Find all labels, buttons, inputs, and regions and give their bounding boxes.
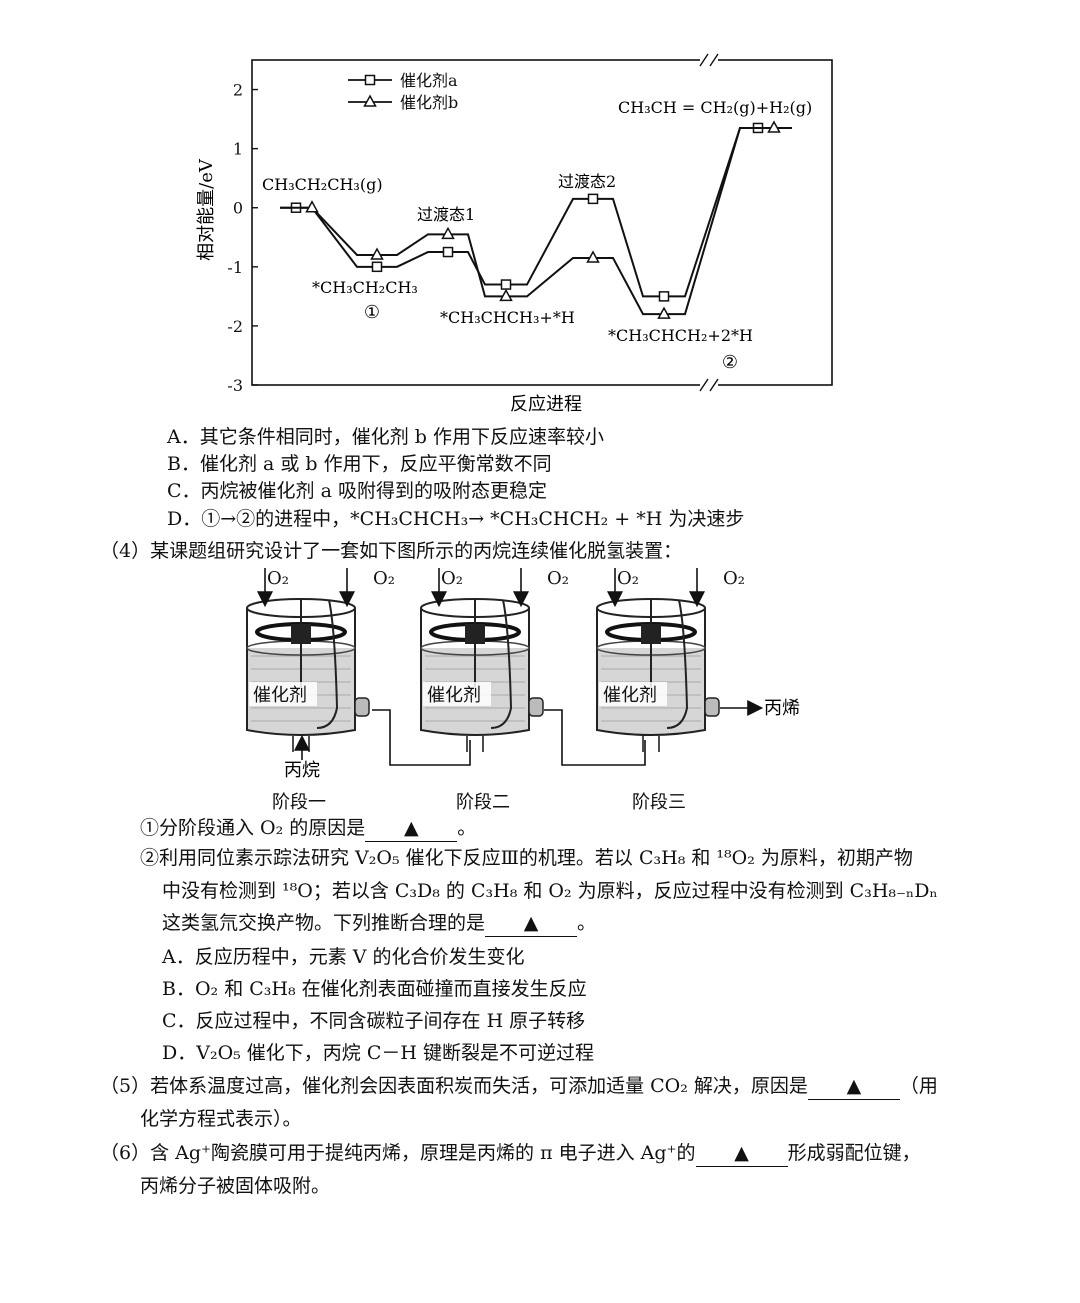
q3-option-a: A．其它条件相同时，催化剂 b 作用下反应速率较小 (167, 426, 604, 448)
q4-option-b: B．O₂ 和 C₃H₈ 在催化剂表面碰撞而直接发生反应 (162, 978, 587, 1000)
stage-label-2: 阶段二 (456, 792, 510, 813)
y-tick-label: -1 (227, 258, 243, 277)
q3-option-d: D．①→②的进程中，*CH₃CHCH₃→ *CH₃CHCH₂ + *H 为决速步 (167, 508, 745, 530)
annotation-adsorbed-propane: *CH₃CH₂CH₃ (312, 278, 418, 297)
annotation-products: CH₃CH = CH₂(g)+H₂(g) (618, 98, 812, 117)
legend-entry: 催化剂a (348, 71, 458, 90)
annotation-propane-gas: CH₃CH₂CH₃(g) (262, 175, 383, 194)
data-point (442, 246, 454, 258)
annotation-intermediate-2: *CH₃CHCH₂+2*H (608, 326, 753, 345)
axis-break-top (699, 52, 719, 68)
dehydrogenation-apparatus: 催化剂 O₂ O₂ 催化剂 O₂ O₂ 催化剂 O₂ O₂ 丙烯 丙烷 (246, 568, 800, 781)
answer-blank[interactable]: ▲ (807, 1073, 900, 1100)
data-point (500, 279, 512, 290)
plot-frame (251, 59, 833, 386)
q6-line1: （6）含 Ag⁺陶瓷膜可用于提纯丙烯，原理是丙烯的 π 电子进入 Ag⁺的▲形成… (100, 1140, 921, 1167)
legend-label: 催化剂a (400, 71, 458, 90)
q4-sub2-line2: 中没有检测到 ¹⁸O；若以含 C₃D₈ 的 C₃H₈ 和 O₂ 为原料，反应过程… (162, 880, 938, 902)
data-point (658, 291, 670, 302)
legend-label: 催化剂b (400, 93, 458, 112)
oxygen-label: O₂ (617, 568, 639, 589)
outlet-nozzle (354, 697, 370, 717)
data-point (305, 200, 319, 213)
reactor-stage-3: 催化剂 O₂ O₂ (596, 568, 745, 752)
legend-marker (363, 94, 377, 107)
gas-inlet-tube (666, 599, 689, 729)
annotation-ts1: 过渡态1 (417, 205, 475, 224)
catalyst-label-bg (423, 682, 491, 706)
product-label: 丙烯 (764, 698, 800, 719)
annotation-ts2: 过渡态2 (558, 172, 616, 191)
series-catalyst-b (280, 120, 792, 319)
energy-profile-chart: 2 1 0 -1 -2 -3 催化剂a 催化剂b 相对能量/eV 反应进程 CH₃CH₂CH… (196, 52, 833, 415)
outlet-nozzle (528, 697, 544, 717)
catalyst-label: 催化剂 (253, 685, 307, 706)
q4-option-c: C．反应过程中，不同含碳粒子间存在 H 原子转移 (162, 1010, 586, 1032)
q4-option-d: D．V₂O₅ 催化下，丙烷 C－H 键断裂是不可逆过程 (162, 1042, 594, 1064)
data-point (767, 120, 781, 133)
annotation-intermediate-1: *CH₃CHCH₃+*H (440, 308, 575, 327)
q5-line2: 化学方程式表示）。 (140, 1108, 302, 1130)
q4-sub2-line1: ②利用同位素示踪法研究 V₂O₅ 催化下反应Ⅲ的机理。若以 C₃H₈ 和 ¹⁸O… (140, 847, 913, 869)
y-tick-label: 2 (233, 81, 243, 100)
pipe-stage2-to-stage3 (544, 709, 646, 766)
stage-label-1: 阶段一 (272, 792, 326, 813)
axis-break-bottom (699, 377, 719, 393)
data-point (370, 247, 384, 260)
outlet-nozzle (704, 697, 720, 717)
y-axis-label: 相对能量/eV (196, 158, 217, 261)
answer-blank[interactable]: ▲ (365, 815, 458, 842)
gas-inlet-tube (490, 599, 513, 729)
oxygen-label: O₂ (373, 568, 395, 589)
q4-sub1: ①分阶段通入 O₂ 的原因是▲。 (140, 815, 476, 842)
oxygen-label: O₂ (441, 568, 463, 589)
reactor-stage-2: 催化剂 O₂ O₂ (420, 568, 569, 752)
y-tick-label: 1 (233, 140, 243, 159)
pipe-stage1-to-stage2 (372, 709, 471, 766)
q3-option-b: B．催化剂 a 或 b 作用下，反应平衡常数不同 (167, 453, 552, 475)
data-point (371, 261, 383, 273)
data-point (441, 226, 455, 240)
answer-blank[interactable]: ▲ (695, 1140, 788, 1167)
x-axis-label: 反应进程 (510, 394, 582, 415)
gas-inlet-tube (316, 599, 339, 729)
answer-blank[interactable]: ▲ (485, 910, 578, 937)
annotation-circle-2: ② (722, 352, 738, 373)
catalyst-label: 催化剂 (603, 685, 657, 706)
annotation-circle-1: ① (364, 302, 380, 323)
vessel-body (420, 608, 530, 736)
legend-entry: 催化剂b (348, 93, 458, 112)
y-tick-label: -2 (227, 317, 243, 336)
legend-marker (364, 74, 376, 86)
stage-label-3: 阶段三 (632, 792, 686, 813)
q4-intro: （4）某课题组研究设计了一套如下图所示的丙烷连续催化脱氢装置： (100, 540, 683, 562)
data-point (586, 250, 600, 263)
oxygen-label: O₂ (547, 568, 569, 589)
q6-line2: 丙烯分子被固体吸附。 (140, 1175, 331, 1197)
data-point (499, 288, 513, 302)
q4-option-a: A．反应历程中，元素 V 的化合价发生变化 (162, 946, 525, 968)
feed-label: 丙烷 (284, 760, 320, 781)
data-point (587, 193, 599, 205)
oxygen-label: O₂ (267, 568, 289, 589)
q3-option-c: C．丙烷被催化剂 a 吸附得到的吸附态更稳定 (167, 480, 547, 502)
data-point (657, 306, 671, 319)
q4-sub2-line3: 这类氢氘交换产物。下列推断合理的是▲。 (162, 910, 596, 937)
reactor-stage-1: 催化剂 O₂ O₂ (246, 568, 395, 752)
catalyst-label: 催化剂 (427, 685, 481, 706)
vessel-body (596, 608, 706, 736)
y-tick-label: 0 (233, 199, 243, 218)
catalyst-label-bg (249, 682, 317, 706)
catalyst-label-bg (599, 682, 667, 706)
oxygen-label: O₂ (723, 568, 745, 589)
y-tick-label: -3 (227, 376, 243, 395)
q5-line1: （5）若体系温度过高，催化剂会因表面积炭而失活，可添加适量 CO₂ 解决，原因是… (100, 1073, 938, 1100)
